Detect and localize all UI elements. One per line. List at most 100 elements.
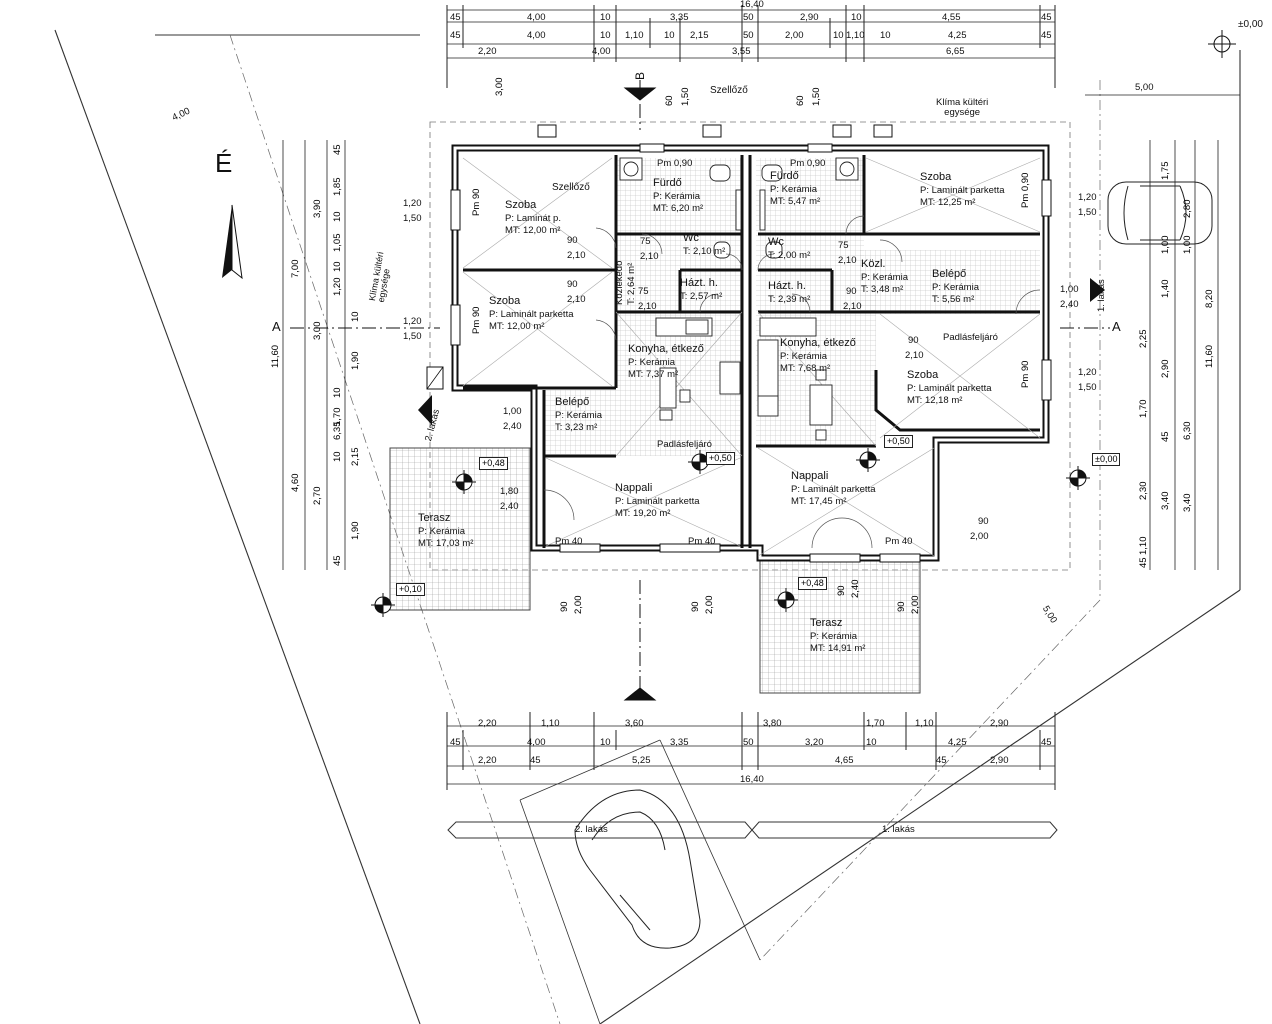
room-name: Terasz [418,512,451,524]
door-label: 2,10 [640,251,659,262]
dim-label: 45 [1138,557,1149,568]
section-a-right: A [1112,319,1121,334]
level-markers [371,448,1090,617]
dim-label: 10 [600,30,611,41]
door-label: 75 [838,240,849,251]
room-name: Belépő [932,268,967,280]
room-name: Konyha, étkező [780,337,856,349]
dim-label: 45 [530,755,541,766]
unit-band [447,821,1058,839]
room-floor: P: Kerámia [770,183,817,195]
room-area: MT: 19,20 m² [615,507,671,519]
room-area: MT: 14,91 m² [810,642,866,654]
window-label: 2,40 [503,421,522,432]
dim-label: 1,05 [332,233,343,253]
dim-label: 2,20 [478,755,497,766]
door-label: 90 [567,235,578,246]
door-label: 2,10 [638,301,657,312]
room-floor: P: Kerámia [653,190,700,202]
dim-label: 45 [332,555,343,566]
dim-label: 45 [1041,737,1052,748]
room-name: Wc [768,236,784,248]
pm-label: Pm 40 [885,536,913,547]
dim-label: 10 [833,30,844,41]
dim-label: 1,20 [332,277,343,297]
room-area: MT: 17,03 m² [418,537,474,549]
pm-label: Pm 0,90 [790,158,826,169]
dim-lines [282,9,1240,785]
dim-label: 11,60 [270,344,281,368]
dim-label: 10 [332,451,343,462]
room-name: Szoba [489,295,521,307]
dim-label: 1,70 [1138,399,1149,419]
dim-label: 45 [450,30,461,41]
pm-label: Pm 0,90 [657,158,693,169]
elevation-tag: +0,50 [884,435,913,448]
dim-ticks [446,5,1056,790]
dim-label: 10 [332,261,343,272]
room-floor: P: Kerámia [932,281,979,293]
section-a-left: A [272,319,281,334]
room-area: T: 2,00 m² [768,249,811,261]
dim-label: 1,75 [1160,161,1171,181]
dim-label: 1,40 [1160,279,1171,299]
window-label: 1,50 [1078,207,1097,218]
dim-label: 1,00 [1182,235,1193,255]
dim-label: 2,15 [690,30,709,41]
room-name: Szoba [505,199,537,211]
door-label: 75 [640,236,651,247]
vents [537,124,893,138]
unit-1-entry-label: 1. lakás [1096,279,1107,312]
dim-label: 3,35 [670,737,689,748]
room-floor: P: Kerámia [555,409,602,421]
room-utility-2: Házt. h.T: 2,57 m² [680,277,722,303]
section-b-bottom: B [633,691,648,701]
window-label: 1,20 [403,316,422,327]
sill-label: 2,40 [850,579,861,599]
section-b-top: B [633,71,648,81]
bottom-total-dim: 16,40 [740,774,764,785]
dim-label: 45 [936,755,947,766]
elevation-tag: +0,10 [396,583,425,596]
room-area: T: 5,56 m² [932,293,975,305]
room-floor: P: Kerámia [861,271,908,283]
north-arrow-icon [222,204,243,280]
sill-label: 1,50 [680,87,691,107]
room-area: T: 2,10 m² [683,245,726,257]
dim-label: 3,20 [805,737,824,748]
sill-label: 2,00 [910,595,921,615]
room-name: Közlekedő [614,260,625,305]
pm-label: Pm 90 [1020,360,1031,388]
room-floor: P: Laminált parketta [920,184,1005,196]
room-floor: P: Laminát p. [505,212,561,224]
room-name: Házt. h. [680,277,718,289]
dim-label: 10 [600,12,611,23]
dim-label: 10 [350,311,361,322]
dim-label: 3,90 [312,199,323,219]
elevation-tag: ±0,00 [1092,453,1121,466]
dim-label: 10 [332,211,343,222]
window-label: 1,80 [500,486,519,497]
dim-label: 5,25 [632,755,651,766]
entry-arrows [418,278,1105,425]
dim-label: 4,60 [290,473,301,493]
sill-label: 90 [690,601,701,612]
window-label: 1,00 [1060,284,1079,295]
room-name: Szoba [920,171,952,183]
window-label: 1,20 [1078,192,1097,203]
room-floor: P: Laminált parketta [907,382,992,394]
dim-label: 1,10 [1138,536,1149,556]
room-utility-1: Házt. h.T: 2,39 m² [768,280,810,306]
